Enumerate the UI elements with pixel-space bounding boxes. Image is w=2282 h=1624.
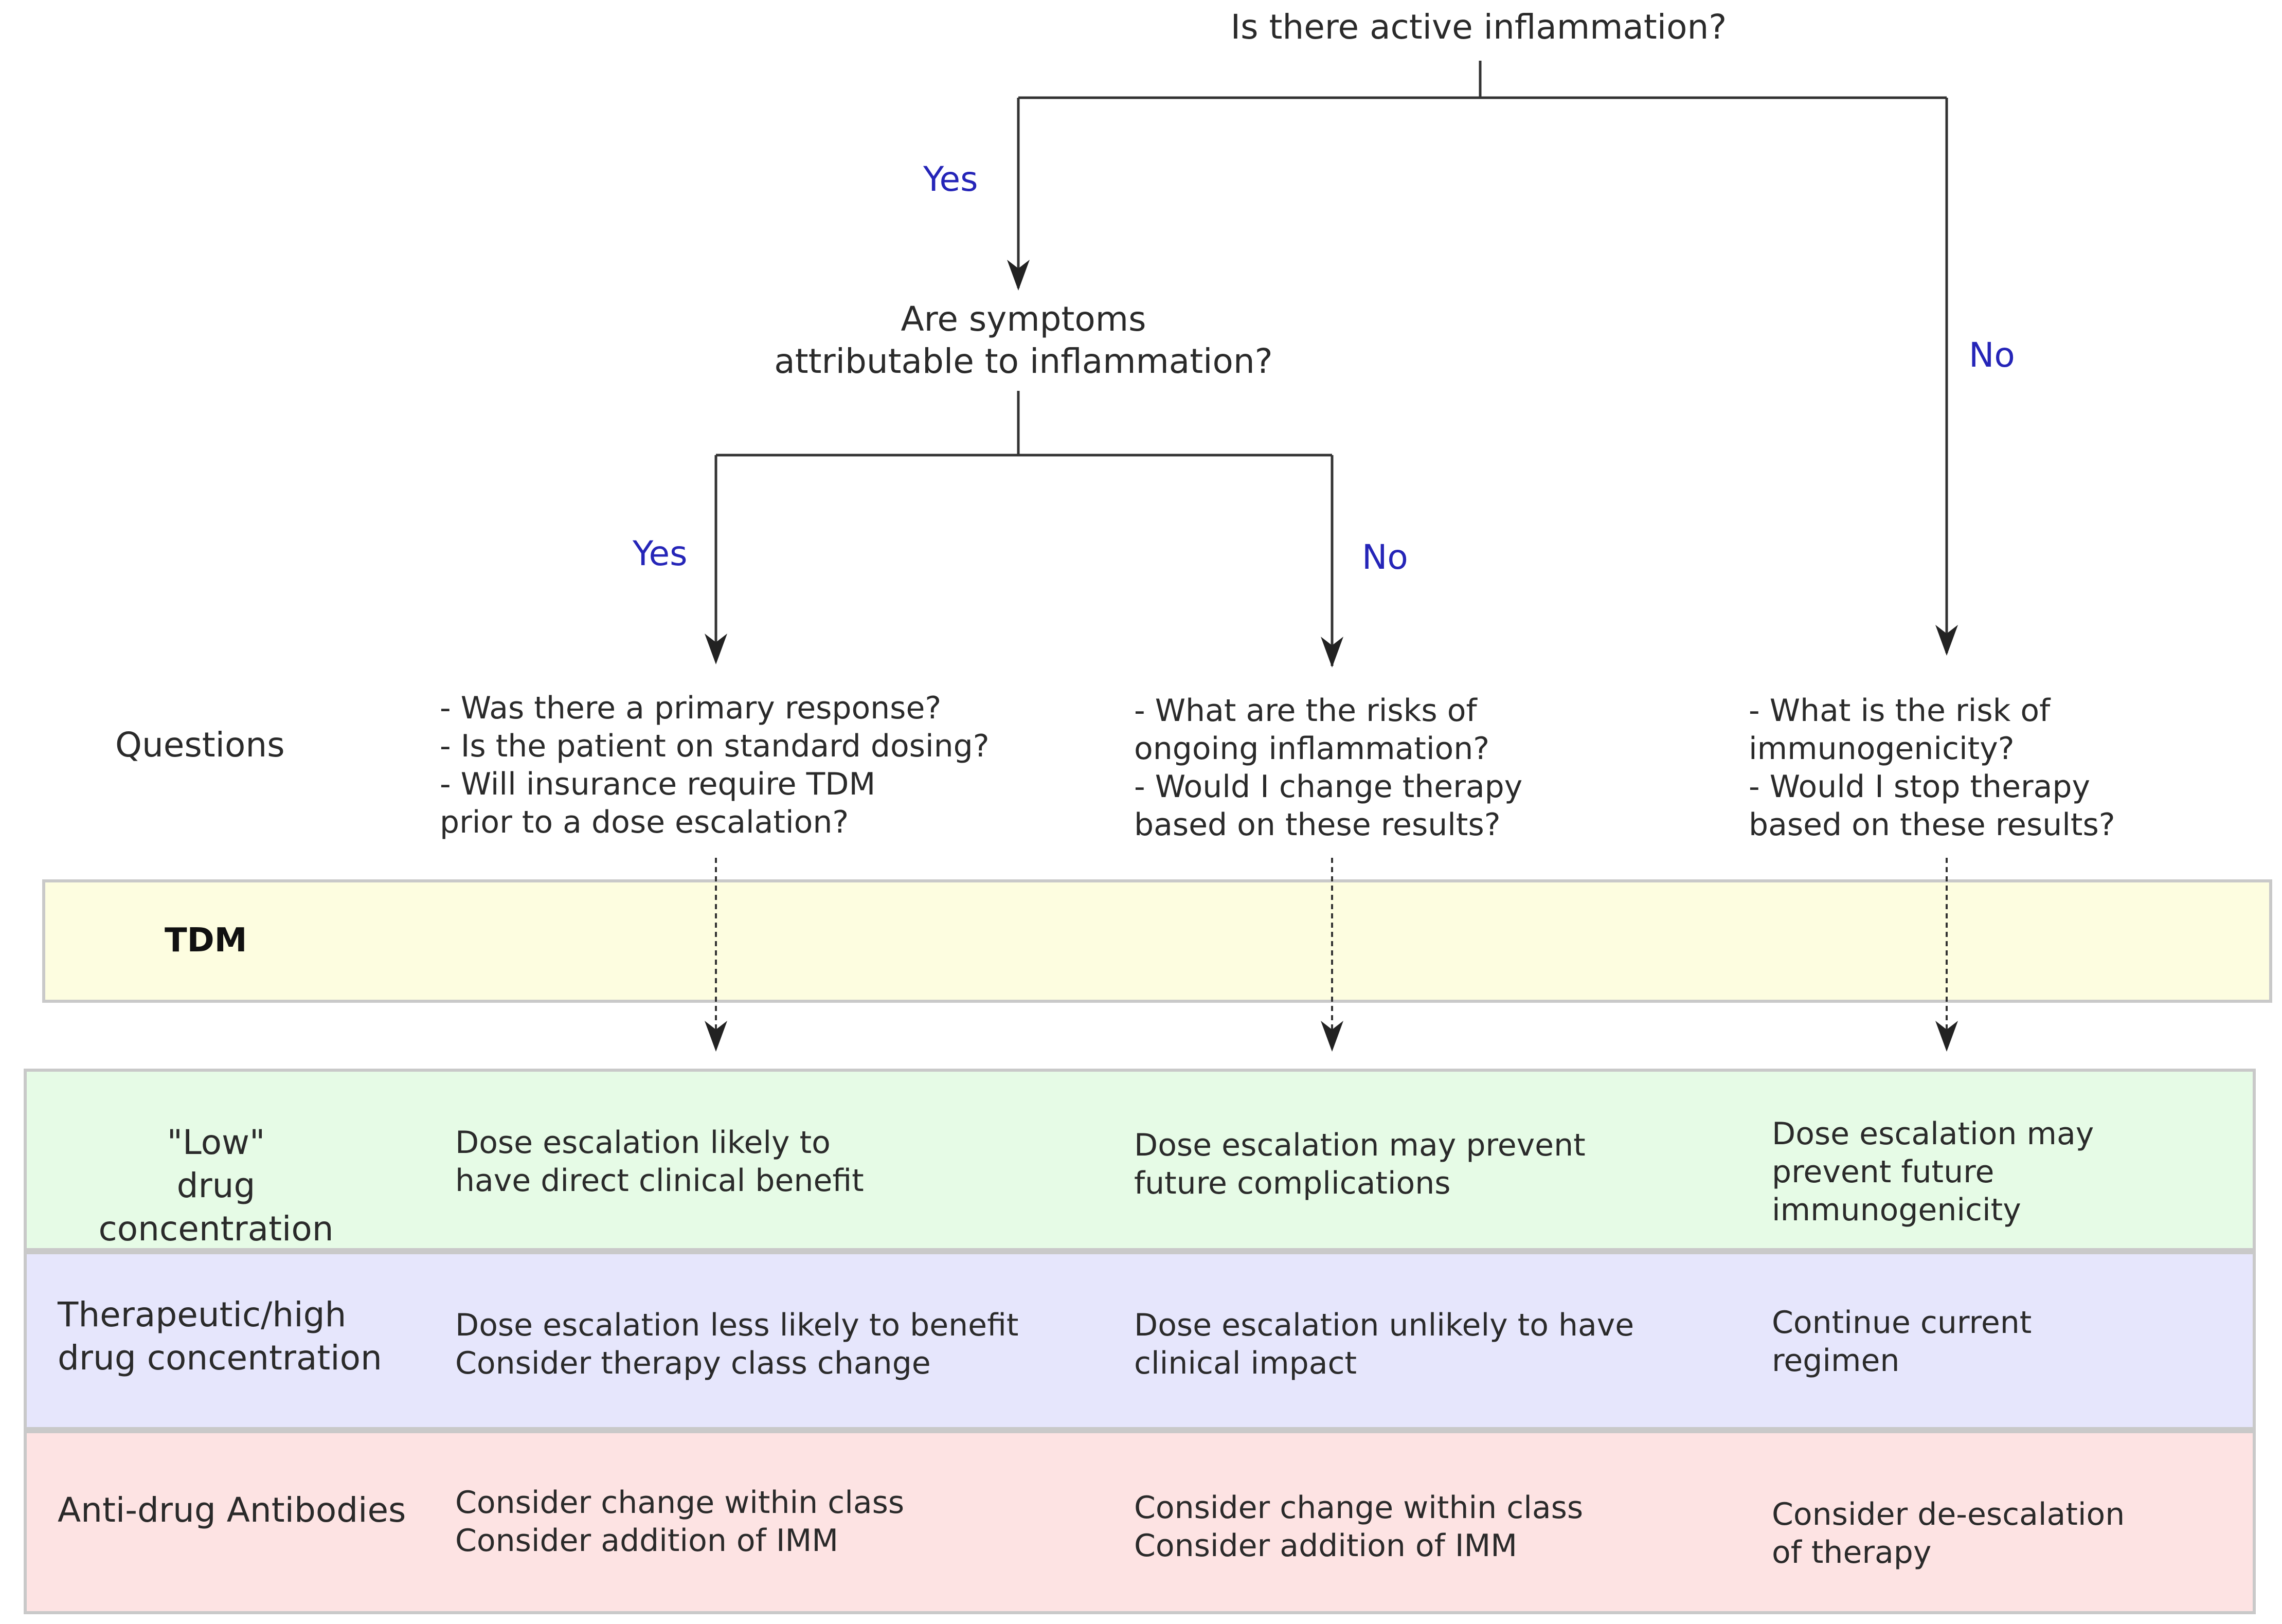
arrowhead-tdm-col2 [1321, 1021, 1343, 1052]
low-row-label: "Low" drug concentration [98, 1123, 334, 1249]
antibodies-col2-cell: Consider change within class Consider ad… [1134, 1490, 1584, 1564]
therapeutic-concentration-row [24, 1251, 2256, 1430]
tdm-band [42, 879, 2272, 1003]
questions-label: Questions [115, 725, 285, 765]
therapeutic-col1-cell: Dose escalation less likely to benefit C… [455, 1307, 1019, 1381]
yes-label-2: Yes [633, 534, 688, 573]
low-col3-cell: Dose escalation may prevent future immun… [1772, 1116, 2094, 1228]
questions-col3: - What is the risk of immunogenicity? - … [1749, 693, 2115, 843]
antibodies-row-label: Anti-drug Antibodies [58, 1490, 406, 1530]
low-col1-cell: Dose escalation likely to have direct cl… [455, 1125, 864, 1199]
arrowhead-yes-1 [1007, 260, 1030, 291]
therapeutic-col3-cell: Continue current regimen [1772, 1305, 2032, 1379]
therapeutic-col2-cell: Dose escalation unlikely to have clinica… [1134, 1307, 1634, 1381]
no-label-2: No [1362, 537, 1408, 577]
anti-drug-antibodies-row [24, 1430, 2256, 1614]
root-question: Is there active inflammation? [1230, 7, 1727, 47]
questions-col2: - What are the risks of ongoing inflamma… [1134, 693, 1523, 843]
low-col2-cell: Dose escalation may prevent future compl… [1134, 1127, 1586, 1201]
arrowhead-tdm-col1 [705, 1021, 727, 1052]
therapeutic-row-label: Therapeutic/high drug concentration [58, 1295, 382, 1378]
tdm-label: TDM [165, 922, 247, 960]
antibodies-col3-cell: Consider de-escalation of therapy [1772, 1496, 2125, 1571]
low-concentration-row [24, 1069, 2256, 1251]
second-question: Are symptoms attributable to inflammatio… [774, 299, 1273, 381]
no-label-1: No [1969, 335, 2015, 375]
questions-col1: - Was there a primary response? - Is the… [440, 690, 990, 840]
arrowhead-tdm-col3 [1935, 1021, 1958, 1052]
antibodies-col1-cell: Consider change within class Consider ad… [455, 1485, 905, 1559]
arrowhead-no-2 [1321, 637, 1343, 667]
arrowhead-yes-2 [705, 634, 727, 664]
yes-label-1: Yes [923, 159, 978, 199]
arrowhead-no-1 [1935, 625, 1958, 656]
